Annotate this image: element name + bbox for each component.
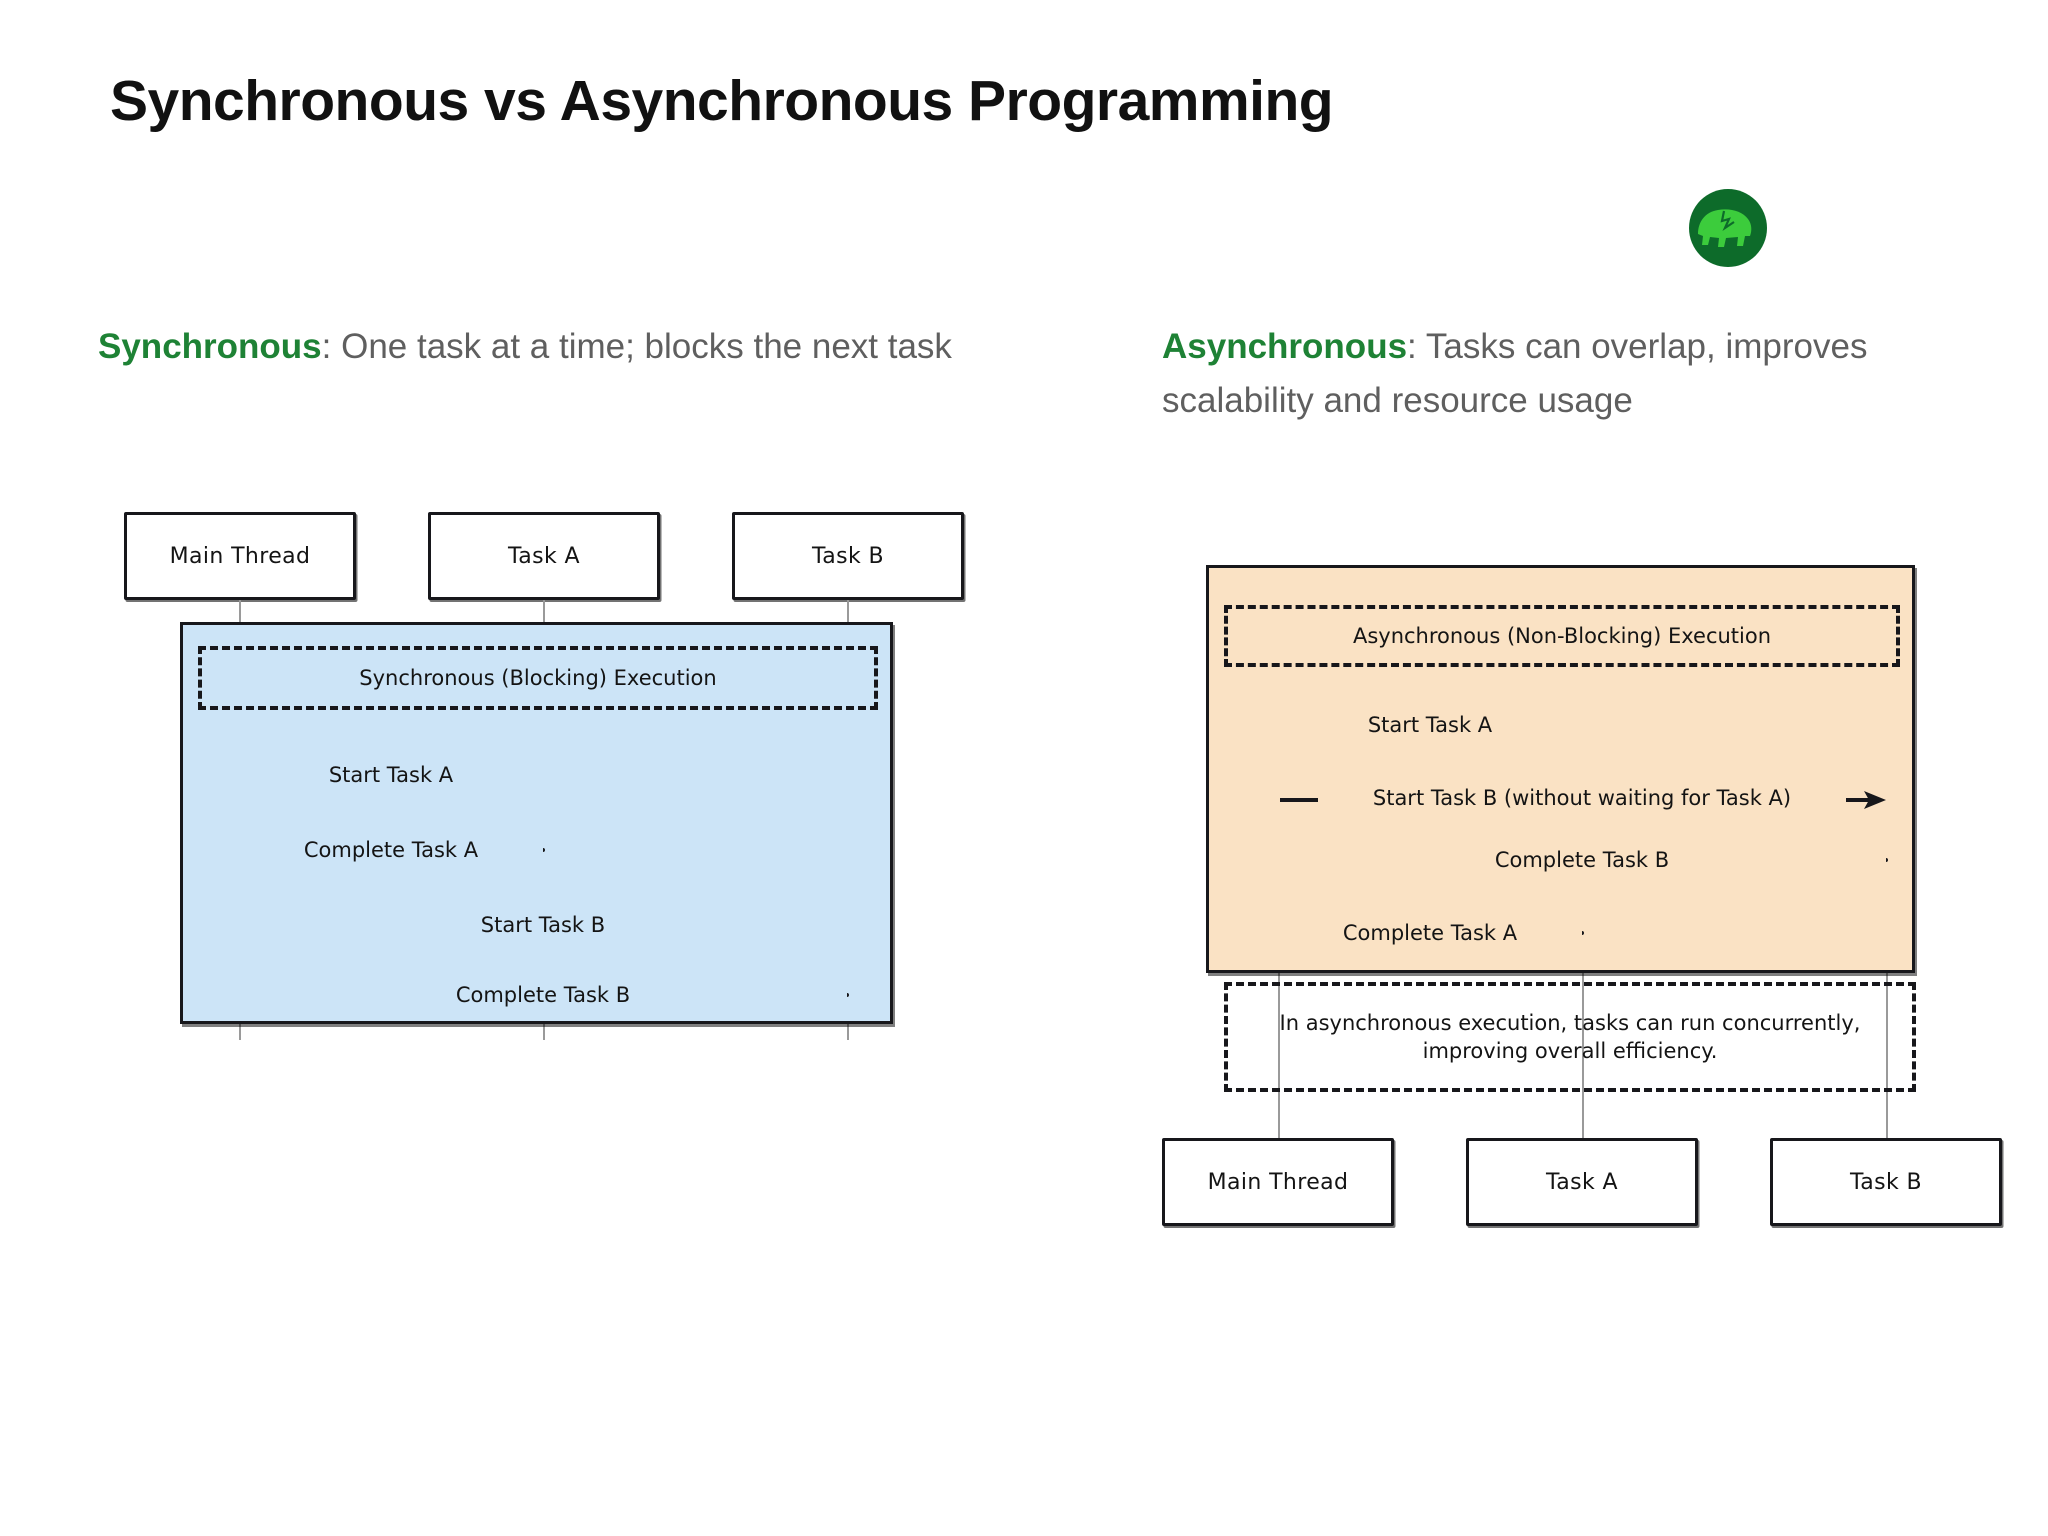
sync-actor-main-thread-label: Main Thread — [169, 543, 311, 569]
async-execution-frame — [1206, 565, 1915, 973]
sync-actor-task-b-label: Task B — [812, 543, 884, 569]
async-actor-main-thread-label: Main Thread — [1207, 1169, 1349, 1195]
right-keyword: Asynchronous — [1162, 327, 1408, 366]
async-message-start-task-a: Start Task A — [1278, 705, 1582, 745]
sync-actor-task-a: Task A — [428, 512, 660, 600]
async-actor-task-a-label: Task A — [1546, 1169, 1618, 1195]
async-note-box: In asynchronous execution, tasks can run… — [1224, 982, 1916, 1092]
sync-frame-label: Synchronous (Blocking) Execution — [359, 665, 717, 690]
left-separator: : — [321, 327, 342, 366]
sync-actor-task-a-label: Task A — [508, 543, 580, 569]
green-elephant-logo — [1688, 188, 1768, 268]
left-column-description: Synchronous: One task at a time; blocks … — [98, 320, 978, 374]
right-separator: : — [1407, 327, 1426, 366]
async-message-complete-task-b: Complete Task B — [1278, 840, 1888, 880]
sync-actor-main-thread: Main Thread — [124, 512, 356, 600]
async-actor-task-b-label: Task B — [1850, 1169, 1922, 1195]
async-actor-task-a: Task A — [1466, 1138, 1698, 1226]
page-title: Synchronous vs Asynchronous Programming — [110, 69, 1334, 133]
async-frame-label: Asynchronous (Non-Blocking) Execution — [1352, 623, 1772, 648]
sync-frame-label-box: Synchronous (Blocking) Execution — [198, 646, 878, 710]
async-message-complete-task-a: Complete Task A — [1278, 913, 1584, 953]
async-message-start-task-b: Start Task B (without waiting for Task A… — [1278, 760, 1886, 824]
left-keyword: Synchronous — [98, 327, 322, 366]
async-frame-label-box: Asynchronous (Non-Blocking) Execution — [1224, 605, 1900, 667]
logo-svg — [1689, 189, 1767, 267]
sync-actor-task-b: Task B — [732, 512, 964, 600]
right-column-description: Asynchronous: Tasks can overlap, improve… — [1162, 320, 1952, 429]
async-actor-task-b: Task B — [1770, 1138, 2002, 1226]
logo-elephant-detail — [1720, 210, 1735, 232]
left-description-text: One task at a time; blocks the next task — [341, 327, 952, 366]
async-actor-main-thread: Main Thread — [1162, 1138, 1394, 1226]
right-description-text: Tasks can overlap, improves scalability … — [1162, 327, 1868, 421]
async-note-text: In asynchronous execution, tasks can run… — [1279, 1010, 1861, 1063]
sync-execution-frame — [180, 622, 893, 1024]
